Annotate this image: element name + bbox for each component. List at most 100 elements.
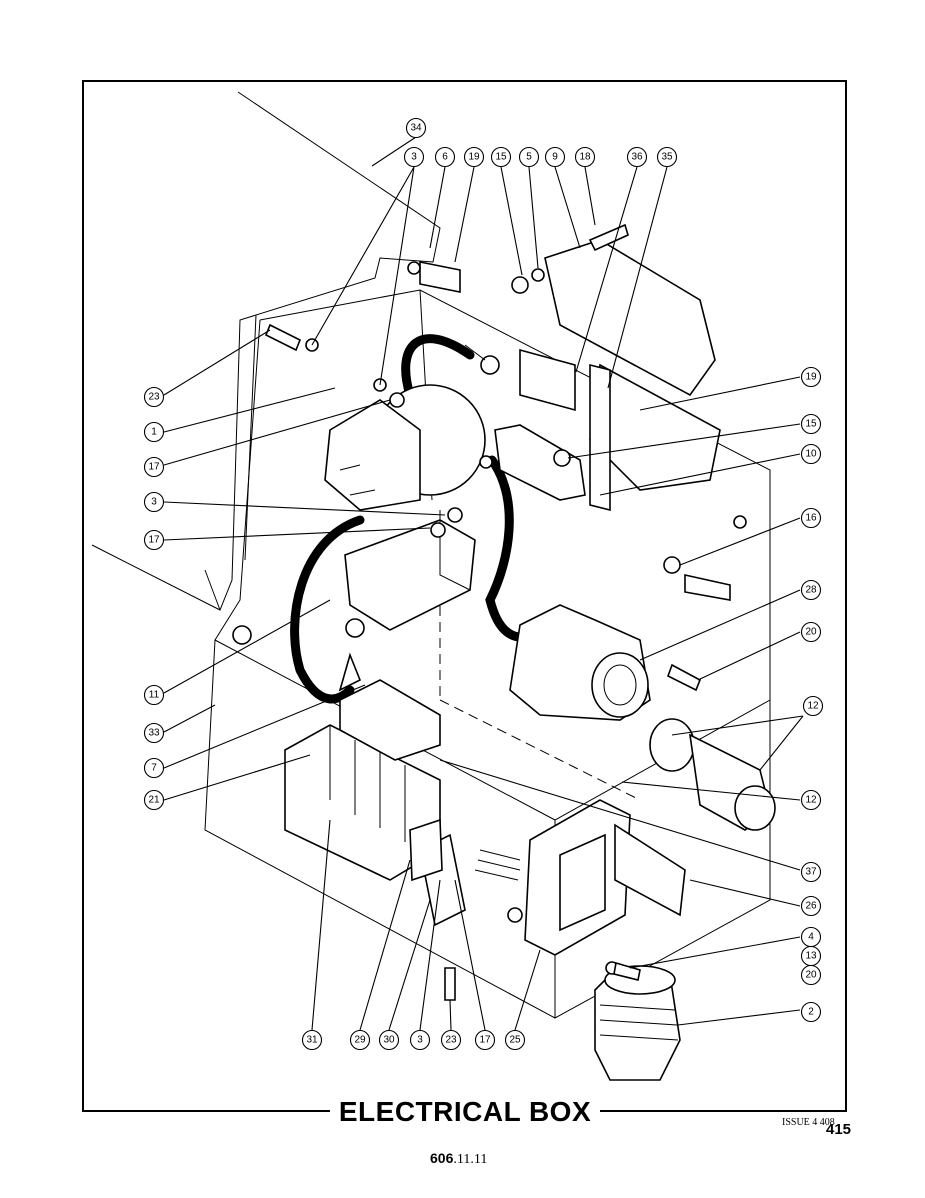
svg-text:12: 12	[807, 701, 819, 712]
svg-text:20: 20	[805, 970, 817, 981]
svg-text:19: 19	[468, 152, 480, 163]
callout-3-left: 3	[143, 491, 165, 513]
svg-text:17: 17	[148, 462, 160, 473]
svg-text:3: 3	[417, 1035, 423, 1046]
svg-text:34: 34	[410, 123, 422, 134]
svg-text:19: 19	[805, 372, 817, 383]
callout-4: 4	[800, 926, 822, 948]
callout-3-bottom: 3	[409, 1029, 431, 1051]
callout-20-lower: 20	[800, 964, 822, 986]
svg-text:21: 21	[148, 795, 160, 806]
solenoid	[324, 384, 493, 511]
bulkhead-fitting	[509, 604, 651, 721]
svg-text:30: 30	[383, 1035, 395, 1046]
svg-text:15: 15	[495, 152, 507, 163]
fuse-block	[284, 679, 441, 881]
callout-19-top: 19	[463, 146, 485, 168]
svg-text:26: 26	[805, 901, 817, 912]
svg-text:18: 18	[579, 152, 591, 163]
svg-text:9: 9	[552, 152, 558, 163]
callout-26: 26	[800, 895, 822, 917]
cable-gland	[649, 718, 776, 831]
svg-text:11: 11	[149, 690, 160, 701]
svg-text:37: 37	[805, 867, 817, 878]
svg-text:2: 2	[808, 1007, 814, 1018]
callout-12-upper: 12	[802, 695, 824, 717]
callout-10: 10	[800, 443, 822, 465]
svg-text:17: 17	[148, 535, 160, 546]
svg-text:35: 35	[661, 152, 673, 163]
callout-36: 36	[626, 146, 648, 168]
svg-text:1: 1	[151, 427, 157, 438]
callout-25: 25	[504, 1029, 526, 1051]
callout-12-lower: 12	[800, 789, 822, 811]
doc-ref-section: 606	[430, 1150, 454, 1166]
svg-text:23: 23	[148, 392, 160, 403]
document-reference: 606.11.11	[430, 1150, 487, 1168]
callout-23-bottom: 23	[440, 1029, 462, 1051]
cover-panel	[91, 91, 441, 611]
svg-text:15: 15	[805, 419, 817, 430]
svg-text:23: 23	[445, 1035, 457, 1046]
callout-20-upper: 20	[800, 621, 822, 643]
fuse-holder	[409, 818, 466, 927]
svg-text:10: 10	[805, 449, 817, 460]
callout-29: 29	[349, 1029, 371, 1051]
callout-2: 2	[800, 1001, 822, 1023]
callout-28: 28	[800, 579, 822, 601]
svg-text:4: 4	[808, 932, 814, 943]
svg-text:31: 31	[306, 1035, 318, 1046]
svg-text:33: 33	[148, 728, 160, 739]
callout-15-top: 15	[490, 146, 512, 168]
callout-34: 34	[405, 117, 427, 139]
page-number: 415	[826, 1121, 852, 1138]
callout-16: 16	[800, 507, 822, 529]
callout-35: 35	[656, 146, 678, 168]
svg-text:6: 6	[442, 152, 448, 163]
svg-text:5: 5	[526, 152, 532, 163]
cables	[290, 334, 540, 704]
callout-5: 5	[518, 146, 540, 168]
hardware	[232, 223, 747, 1001]
svg-text:16: 16	[805, 513, 817, 524]
svg-text:20: 20	[805, 627, 817, 638]
leader-lines	[163, 136, 804, 1031]
callout-15-right: 15	[800, 413, 822, 435]
callout-21: 21	[143, 789, 165, 811]
svg-text:28: 28	[805, 585, 817, 596]
svg-text:12: 12	[805, 795, 817, 806]
callout-1: 1	[143, 421, 165, 443]
svg-text:3: 3	[411, 152, 417, 163]
svg-text:36: 36	[631, 152, 643, 163]
diagram-title: ELECTRICAL BOX	[330, 1094, 600, 1130]
connector-plate	[474, 799, 686, 956]
relay-block	[338, 519, 476, 692]
callout-7: 7	[143, 757, 165, 779]
gland-nut	[594, 965, 681, 1081]
svg-text:3: 3	[151, 497, 157, 508]
callout-37: 37	[800, 861, 822, 883]
svg-text:17: 17	[479, 1035, 491, 1046]
callout-33: 33	[143, 722, 165, 744]
doc-ref-subsection: .11.11	[453, 1152, 488, 1167]
callout-31: 31	[301, 1029, 323, 1051]
svg-text:13: 13	[805, 951, 817, 962]
callout-30: 30	[378, 1029, 400, 1051]
callout-23-left: 23	[143, 386, 165, 408]
callout-17-left-upper: 17	[143, 456, 165, 478]
svg-text:25: 25	[509, 1035, 521, 1046]
issue-label: ISSUE 4 408	[782, 1117, 835, 1128]
callout-9: 9	[544, 146, 566, 168]
callout-3-top: 3	[403, 146, 425, 168]
callout-18: 18	[574, 146, 596, 168]
svg-text:29: 29	[354, 1035, 366, 1046]
callout-19-right: 19	[800, 366, 822, 388]
callout-17-left-lower: 17	[143, 529, 165, 551]
callout-6: 6	[434, 146, 456, 168]
callout-11: 11	[143, 684, 165, 706]
callout-17-bottom: 17	[474, 1029, 496, 1051]
callout-13: 13	[800, 945, 822, 967]
shunt-assembly	[464, 239, 721, 512]
svg-text:7: 7	[151, 763, 157, 774]
